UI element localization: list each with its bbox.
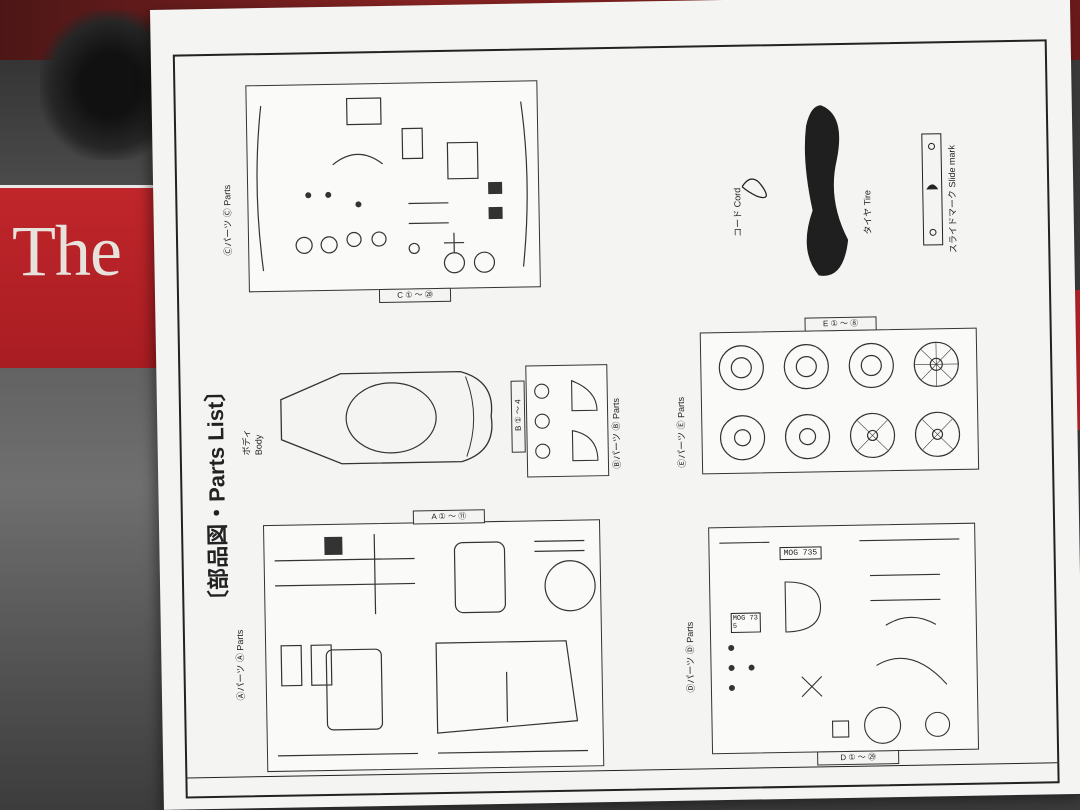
b-sprue-tab: B ① 〜 4 [510,380,526,453]
slide-mark-drawing [926,142,939,236]
e-parts-sprue [699,327,980,475]
a-parts-label: Ⓐパーツ Ⓐ Parts [234,629,247,701]
box-brand-text: The [12,211,122,291]
kit-box [0,185,175,368]
b-parts-drawing [534,379,599,462]
tire-part [791,100,864,286]
license-plate-2: MOG 735 [730,612,761,633]
e-tab-text: E ① 〜 ⑧ [822,318,859,329]
c-parts-label: Ⓒパーツ Ⓒ Parts [222,184,234,256]
parts-list-title: 〔部品図・Parts List〕 [189,379,233,617]
b-tab-text: B ① 〜 4 [513,399,523,432]
d-sprue-tab: D ① 〜 ㉙ [817,750,900,766]
a-sprue-tab: A ① 〜 ⑪ [412,509,486,525]
d-parts-drawing [719,538,960,744]
c-parts-sprue [245,80,541,293]
c-sprue-tab: C ① 〜 ⑳ [378,287,452,304]
c-parts-drawing [256,97,528,274]
b-parts-sprue [525,364,610,478]
sheet-frame: 〔部品図・Parts List〕 [172,39,1060,799]
d-parts-sprue: MOG 735 MOG 735 [708,522,980,755]
b-parts-label: Ⓑパーツ Ⓑ Parts [610,398,623,470]
cord-label: コード Cord [732,187,744,237]
body-label-en: Body [253,434,264,456]
c-tab-text: C ① 〜 ⑳ [397,290,433,300]
d-tab-text: D ① 〜 ㉙ [840,752,877,763]
cord-drawing [741,178,767,199]
body-part [270,356,502,480]
e-parts-drawing [718,341,961,461]
e-parts-label: Ⓔパーツ Ⓔ Parts [675,396,688,468]
cord-part [737,166,778,207]
a-tab-text: A ① 〜 ⑪ [431,511,467,522]
slide-mark-label: スライドマーク Slide mark [946,144,959,254]
e-sprue-tab: E ① 〜 ⑧ [804,316,877,332]
d-parts-label: Ⓓパーツ Ⓓ Parts [684,621,696,693]
a-parts-sprue [263,519,605,773]
parts-list-title-text: 〔部品図・Parts List〕 [202,379,232,613]
license-plate-1: MOG 735 [779,546,822,561]
a-parts-drawing [274,534,596,757]
tire-drawing [804,105,849,276]
slide-mark-part [921,133,944,246]
body-label-jp: ボディ [241,428,252,456]
instruction-sheet: 〔部品図・Parts List〕 [150,0,1080,810]
body-drawing [280,370,493,465]
tire-label: タイヤ Tire [862,190,874,235]
